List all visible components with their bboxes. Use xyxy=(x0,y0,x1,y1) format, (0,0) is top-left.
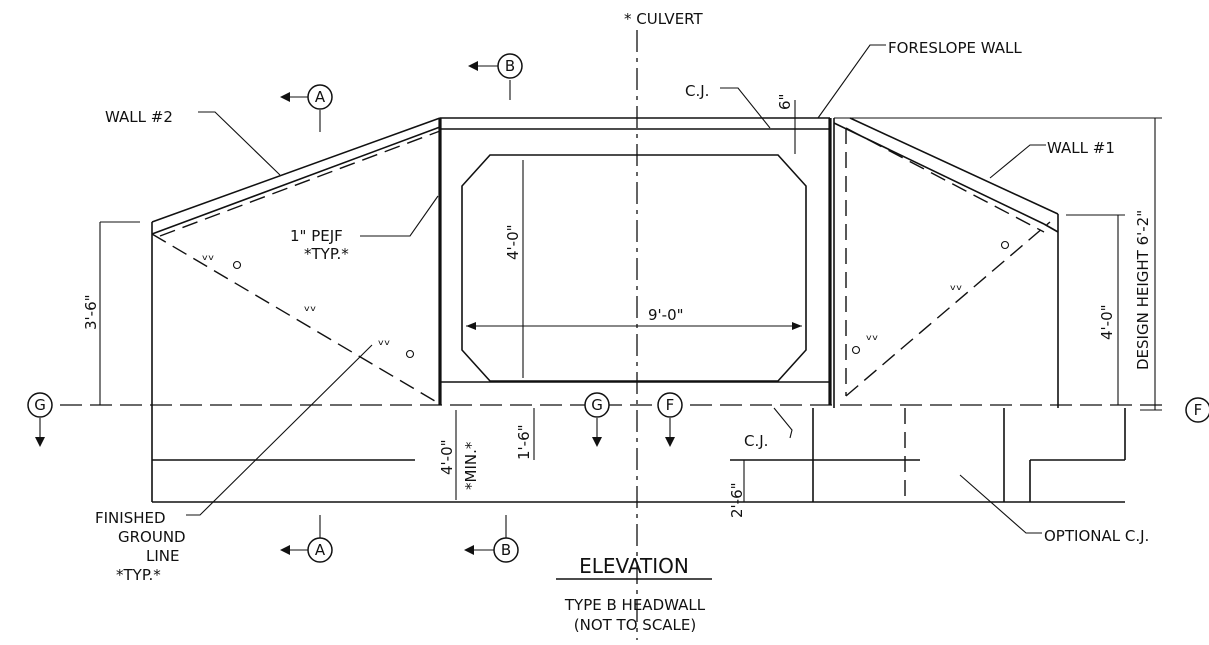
headwall xyxy=(438,117,832,405)
subtitle: TYPE B HEADWALL xyxy=(564,596,706,614)
svg-text:G: G xyxy=(34,396,46,414)
svg-text:F: F xyxy=(666,396,675,414)
dim-6in: 6" xyxy=(776,94,796,154)
footing xyxy=(60,404,1170,503)
wall-1-leader xyxy=(989,144,1046,179)
wall-1 xyxy=(833,117,1059,408)
wall-2 xyxy=(151,117,441,405)
svg-text:GROUND: GROUND xyxy=(118,528,186,546)
section-marker-g-left: G xyxy=(27,392,53,447)
svg-text:6": 6" xyxy=(776,94,794,110)
svg-text:4'-0": 4'-0" xyxy=(1098,304,1116,340)
svg-text:LINE: LINE xyxy=(146,547,179,565)
svg-text:DESIGN HEIGHT 6'-2": DESIGN HEIGHT 6'-2" xyxy=(1134,210,1152,370)
section-marker-a-top: A xyxy=(280,84,333,132)
pejf-label: 1" PEJF xyxy=(290,227,343,245)
svg-text:4'-0": 4'-0" xyxy=(504,224,522,260)
finished-ground-leader xyxy=(186,344,373,516)
foreslope-wall-label: FORESLOPE WALL xyxy=(888,39,1022,57)
svg-text:4'-0": 4'-0" xyxy=(438,439,456,475)
foreslope-leader xyxy=(817,44,886,119)
svg-text:A: A xyxy=(315,541,326,559)
svg-text:ᵛᵛ: ᵛᵛ xyxy=(378,336,391,354)
svg-text:*MIN.*: *MIN.* xyxy=(462,441,480,490)
section-marker-g-center: G xyxy=(584,392,610,447)
svg-text:B: B xyxy=(501,541,511,559)
dim-design-height: DESIGN HEIGHT 6'-2" xyxy=(834,117,1162,411)
svg-text:ᵛᵛ: ᵛᵛ xyxy=(202,251,215,269)
section-marker-b-bottom: B xyxy=(464,515,519,563)
title: ELEVATION xyxy=(579,554,689,578)
optional-cj-label: OPTIONAL C.J. xyxy=(1044,527,1149,545)
cj-bottom-leader xyxy=(773,407,793,439)
section-marker-f-center: F xyxy=(657,392,683,447)
wall-2-label: WALL #2 xyxy=(105,108,173,126)
svg-text:B: B xyxy=(505,57,515,75)
optional-cj-leader xyxy=(959,474,1042,534)
wall-1-label: WALL #1 xyxy=(1047,139,1115,157)
scale-note: (NOT TO SCALE) xyxy=(574,616,697,634)
cj-top-leader xyxy=(720,87,771,129)
section-marker-b-top: B xyxy=(468,53,523,100)
ground-symbols: ᵛᵛ ᵛᵛ ᵛᵛ ᵛᵛ ᵛᵛ xyxy=(202,240,1010,359)
section-marker-a-bottom: A xyxy=(280,515,333,563)
svg-text:2'-6": 2'-6" xyxy=(728,482,746,518)
section-marker-f-right: F xyxy=(1185,397,1209,423)
svg-text:F: F xyxy=(1194,401,1203,419)
dim-3ft6: 3'-6" xyxy=(82,221,140,405)
culvert-opening xyxy=(461,154,807,382)
svg-text:1'-6": 1'-6" xyxy=(515,424,533,460)
dim-4ft-inner: 4'-0" xyxy=(504,160,524,378)
finished-ground-label: FINISHED GROUND LINE *TYP.* xyxy=(95,509,186,584)
dim-9ft: 9'-0" xyxy=(466,306,802,330)
svg-text:G: G xyxy=(591,396,603,414)
cj-bottom-label: C.J. xyxy=(744,432,768,450)
svg-text:9'-0": 9'-0" xyxy=(648,306,684,324)
svg-text:ᵛᵛ: ᵛᵛ xyxy=(866,331,879,349)
dim-4ft-right: 4'-0" xyxy=(1066,214,1125,405)
dim-footing: 4'-0" *MIN.* 1'-6" 2'-6" xyxy=(438,408,746,518)
svg-text:A: A xyxy=(315,88,326,106)
pejf-typ-label: *TYP.* xyxy=(304,245,349,263)
svg-text:*TYP.*: *TYP.* xyxy=(116,566,161,584)
pejf-leader xyxy=(360,195,439,237)
svg-text:FINISHED: FINISHED xyxy=(95,509,166,527)
svg-text:ᵛᵛ: ᵛᵛ xyxy=(950,281,963,299)
wall-2-leader xyxy=(198,111,281,176)
svg-text:3'-6": 3'-6" xyxy=(82,294,100,330)
cj-top-label: C.J. xyxy=(685,82,709,100)
svg-text:ᵛᵛ: ᵛᵛ xyxy=(304,302,317,320)
culvert-label: * CULVERT xyxy=(624,10,703,28)
